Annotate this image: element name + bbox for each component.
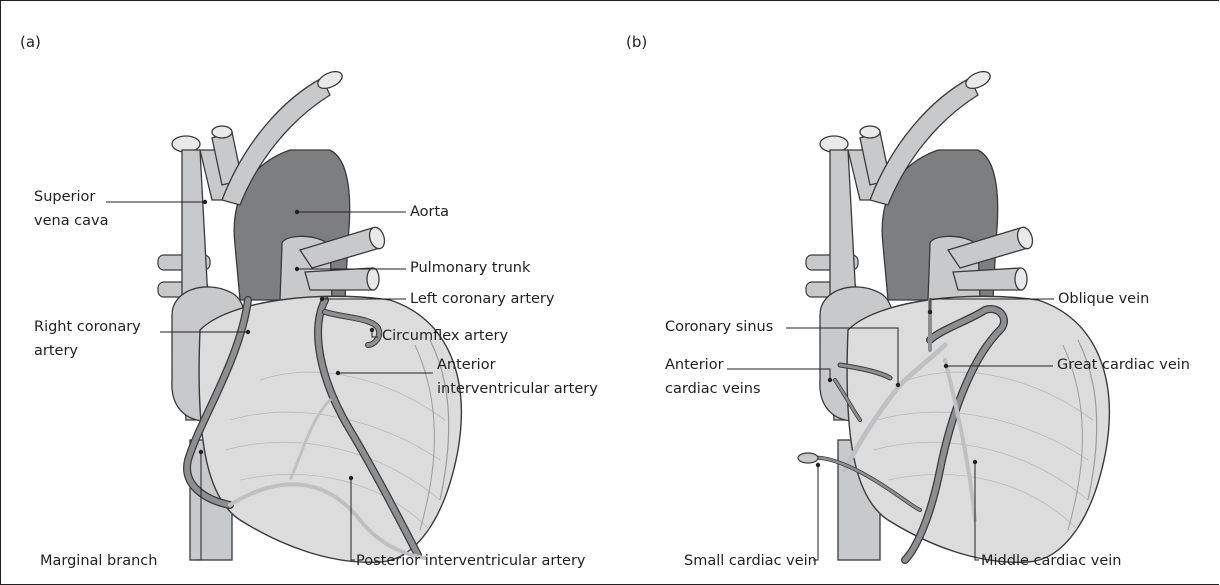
panel-label-a: (a) <box>20 33 41 51</box>
marker-posterior-interventricular <box>349 476 353 480</box>
label-small-cardiac-vein: Small cardiac vein <box>684 553 817 569</box>
label-great-cardiac-vein: Great cardiac vein <box>1057 357 1190 373</box>
label-anterior-cardiac-veins-line1: Anterior <box>665 357 724 373</box>
heart-illustration-a <box>158 68 461 562</box>
label-right-coronary-artery-line1: Right coronary <box>34 319 141 335</box>
label-left-coronary-artery: Left coronary artery <box>410 291 555 307</box>
marker-left-coronary-artery <box>320 297 324 301</box>
marker-pulmonary-trunk <box>295 267 299 271</box>
marker-anterior-interventricular <box>336 371 340 375</box>
label-circumflex-artery: Circumflex artery <box>382 328 508 344</box>
marker-small-cardiac-vein <box>816 463 820 467</box>
label-anterior-interventricular-line1: Anterior <box>437 357 496 373</box>
label-coronary-sinus: Coronary sinus <box>665 319 773 335</box>
marker-aorta <box>295 210 299 214</box>
marker-marginal-branch <box>199 450 203 454</box>
label-posterior-interventricular: Posterior interventricular artery <box>356 553 586 569</box>
leader-anterior-cardiac-veins <box>727 369 830 380</box>
label-superior-vena-cava-line2: vena cava <box>34 213 109 229</box>
label-right-coronary-artery-line2: artery <box>34 343 78 359</box>
label-aorta: Aorta <box>410 204 449 220</box>
marker-oblique-vein <box>928 310 932 314</box>
marker-superior-vena-cava <box>203 200 207 204</box>
label-pulmonary-trunk: Pulmonary trunk <box>410 260 531 276</box>
marker-middle-cardiac-vein <box>973 460 977 464</box>
heart-illustration-b <box>806 68 1109 562</box>
panel-label-b: (b) <box>626 33 647 51</box>
marker-anterior-cardiac-veins <box>828 378 832 382</box>
label-oblique-vein: Oblique vein <box>1058 291 1149 307</box>
marker-coronary-sinus <box>896 383 900 387</box>
marker-right-coronary-artery <box>246 330 250 334</box>
label-anterior-interventricular-line2: interventricular artery <box>437 381 598 397</box>
marker-circumflex-artery <box>370 328 374 332</box>
label-anterior-cardiac-veins-line2: cardiac veins <box>665 381 761 397</box>
marker-great-cardiac-vein <box>944 364 948 368</box>
label-superior-vena-cava-line1: Superior <box>34 189 95 205</box>
label-middle-cardiac-vein: Middle cardiac vein <box>981 553 1122 569</box>
leader-small-cardiac-vein <box>813 465 818 560</box>
label-marginal-branch: Marginal branch <box>40 553 157 569</box>
